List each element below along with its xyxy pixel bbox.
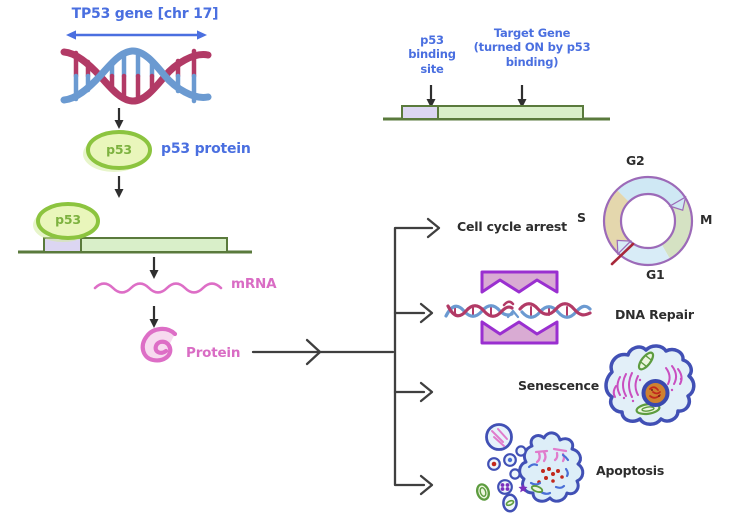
cycle-phase-g1: G1 [646,267,665,282]
protein-scribble-icon [140,326,178,363]
er-dots [622,377,683,403]
dna-double-helix-icon [60,47,212,105]
target-gene-label: Target Gene (turned ON by p53 binding) [473,26,591,69]
bound-p53-oval-label: p53 [55,212,81,227]
er-squiggles [612,365,683,398]
outcome-apoptosis: Apoptosis [596,463,665,478]
promoter-bound-gene-bar [18,202,252,254]
protein-product-label: Protein [186,345,241,361]
p53-protein-label: p53 protein [161,141,251,157]
restriction-point-slash [610,242,635,266]
target-gene-bar [383,105,610,121]
transcription-flow-arrows [114,85,527,328]
chromatin-squiggles [534,447,568,464]
mrna-label: mRNA [231,276,277,292]
p53-oval-label: p53 [106,142,132,157]
cycle-phase-m: M [700,212,713,227]
debris-star [518,483,528,493]
dna-repair-icon [444,270,592,345]
outcome-cell-cycle-arrest: Cell cycle arrest [457,219,567,234]
p53-protein-oval [83,130,152,172]
fragment-blue-dashes [527,453,570,495]
senescent-cell-icon [604,344,696,426]
nucleus-icon [641,379,670,407]
gene-span-arrow-icon [66,30,207,40]
cycle-phase-g2: G2 [626,153,645,168]
cycle-phase-s: S [577,210,586,225]
outcome-senescence: Senescence [518,378,599,393]
binding-site-label: p53 binding site [408,33,456,76]
outcome-dna-repair: DNA Repair [615,307,694,322]
cell-cycle-ring-icon [602,175,694,267]
outcome-branch-arrows [251,217,441,496]
gene-title: TP53 gene [chr 17] [71,6,219,22]
mrna-wave-icon [93,282,223,294]
apoptosis-icon [476,423,585,513]
